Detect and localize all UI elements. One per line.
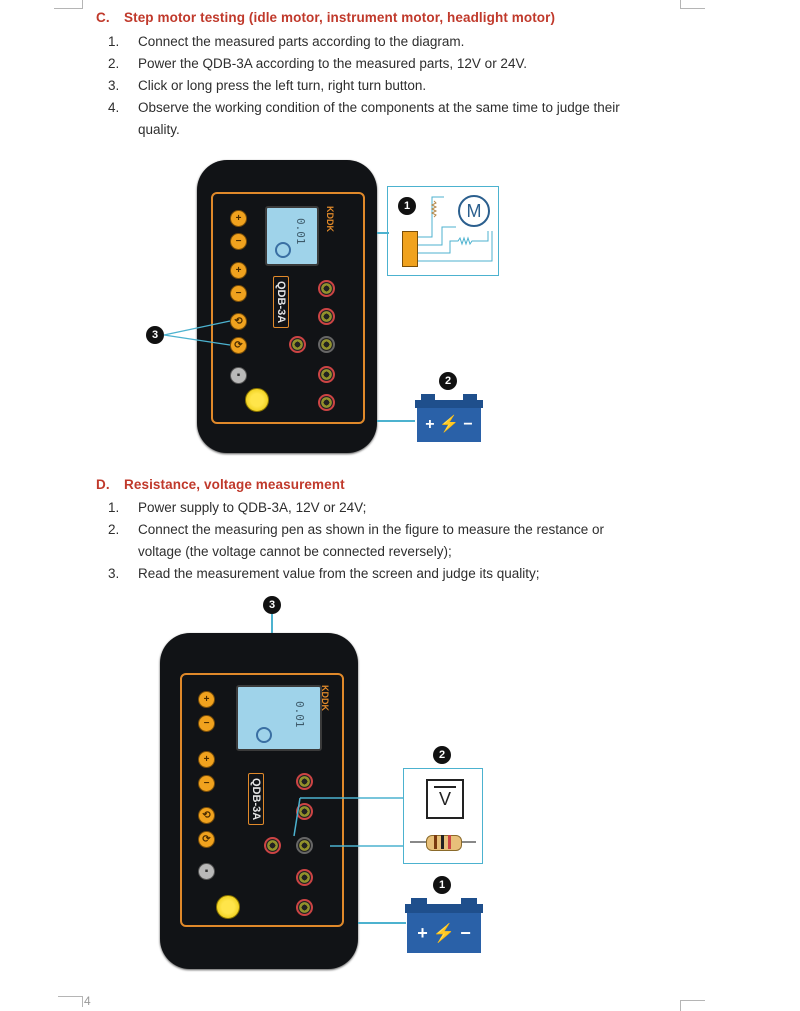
lcd-reading: 0.01 <box>294 218 307 245</box>
current-minus-button[interactable]: − <box>198 775 215 792</box>
corner-mark-bottom-left <box>58 996 83 1007</box>
power-plus-button[interactable]: + <box>198 691 215 708</box>
battery-line-2 <box>358 922 406 924</box>
reset-button[interactable]: ▪ <box>230 367 247 384</box>
section-d-title: Resistance, voltage measurement <box>124 477 345 492</box>
corner-mark-top-left <box>54 0 83 9</box>
power-minus-button[interactable]: − <box>230 233 247 250</box>
device-panel-frame <box>211 192 365 424</box>
section-d-letter: D. <box>96 477 110 492</box>
model-label: QDB-3A <box>273 276 289 329</box>
lcd-gear-icon <box>275 242 291 258</box>
brand-label: KDDK <box>325 206 335 232</box>
probe-lines <box>293 797 404 847</box>
power-jack-2[interactable] <box>296 899 313 916</box>
lcd-screen: 0.01 <box>265 206 319 266</box>
left-turn-button[interactable]: ⟲ <box>198 807 215 824</box>
motor-callout-box: 1 M <box>387 186 499 276</box>
right-turn-button[interactable]: ⟳ <box>230 337 247 354</box>
corner-mark-bottom-right <box>680 1000 705 1011</box>
resistor-icon <box>410 835 476 851</box>
connector-line-1 <box>377 232 389 234</box>
page-number: 4 <box>84 994 91 1008</box>
probe-jack-4[interactable] <box>264 837 281 854</box>
section-d-steps: 1. Power supply to QDB-3A, 12V or 24V; 2… <box>108 500 605 581</box>
probe-jack-2[interactable] <box>318 308 335 325</box>
list-item-continuation: voltage (the voltage cannot be connected… <box>138 544 452 559</box>
probe-jack-2[interactable] <box>296 803 313 820</box>
battery-icon: + ⚡ − <box>405 898 483 956</box>
probe-jack-3[interactable] <box>296 837 313 854</box>
motor-symbol-icon: M <box>458 195 490 227</box>
callout-badge-3: 3 <box>146 326 164 344</box>
section-d-heading: D. Resistance, voltage measurement <box>96 477 345 492</box>
device-panel-frame <box>180 673 344 927</box>
meter-callout-box: V <box>403 768 483 864</box>
probe-jack-4[interactable] <box>289 336 306 353</box>
corner-mark-top-right <box>680 0 705 9</box>
power-jack-red[interactable] <box>318 366 335 383</box>
reset-button[interactable]: ▪ <box>198 863 215 880</box>
power-jack-red[interactable] <box>296 869 313 886</box>
model-label: QDB-3A <box>248 773 264 826</box>
mode-dial-knob[interactable] <box>245 388 269 412</box>
left-turn-button[interactable]: ⟲ <box>230 313 247 330</box>
probe-jack-3[interactable] <box>318 336 335 353</box>
section-c-title: Step motor testing (idle motor, instrume… <box>124 10 556 25</box>
callout-badge-3: 3 <box>263 596 281 614</box>
probe-jack-1[interactable] <box>296 773 313 790</box>
motor-wiring-diagram <box>418 196 493 262</box>
callout-badge-2: 2 <box>439 372 457 390</box>
lcd-screen: 0.01 <box>236 685 322 751</box>
current-minus-button[interactable]: − <box>230 285 247 302</box>
brand-label: KDDK <box>320 685 330 711</box>
battery-icon: + ⚡ − <box>415 394 483 444</box>
current-plus-button[interactable]: + <box>230 262 247 279</box>
section-c-letter: C. <box>96 10 110 25</box>
section-c-heading: C. Step motor testing (idle motor, instru… <box>96 10 555 25</box>
lcd-reading: 0.01 <box>293 701 306 728</box>
callout-badge-2: 2 <box>433 746 451 764</box>
voltmeter-symbol: V <box>438 789 451 809</box>
pointer-lines-3 <box>163 320 231 346</box>
power-plus-button[interactable]: + <box>230 210 247 227</box>
current-plus-button[interactable]: + <box>198 751 215 768</box>
power-jack-2[interactable] <box>318 394 335 411</box>
mode-dial-knob[interactable] <box>216 895 240 919</box>
voltmeter-icon: V <box>426 779 464 819</box>
connector-icon <box>402 231 418 267</box>
list-item-continuation: quality. <box>138 122 180 137</box>
callout-badge-1: 1 <box>398 197 416 215</box>
battery-line-1 <box>377 420 415 422</box>
lcd-gear-icon <box>256 727 272 743</box>
power-minus-button[interactable]: − <box>198 715 215 732</box>
callout-badge-1: 1 <box>433 876 451 894</box>
probe-jack-1[interactable] <box>318 280 335 297</box>
tester-device-1: 0.01 KDDK QDB-3A + − + − ⟲ ⟳ ▪ <box>197 160 377 453</box>
tester-device-2: 0.01 KDDK QDB-3A + − + − ⟲ ⟳ ▪ <box>160 633 358 969</box>
right-turn-button[interactable]: ⟳ <box>198 831 215 848</box>
section-c-steps: 1. Connect the measured parts according … <box>108 31 708 141</box>
